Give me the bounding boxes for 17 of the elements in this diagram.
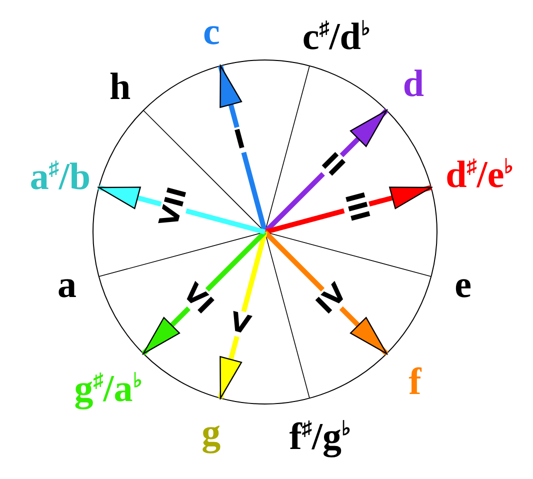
note-name: d$^{♯}$/e$^{♭}$ bbox=[446, 154, 514, 195]
arrow bbox=[263, 230, 388, 356]
note-name: a$^{♯}$/b bbox=[30, 157, 91, 198]
note-name: h bbox=[109, 67, 131, 108]
arrow bbox=[98, 185, 266, 234]
note-name: e bbox=[454, 265, 472, 306]
note-name: f bbox=[408, 362, 422, 402]
note-name: g$^{♯}$/a$^{♭}$ bbox=[74, 368, 142, 409]
note-name: a bbox=[57, 265, 76, 306]
arrow bbox=[218, 231, 268, 399]
note-name: c$^{♯}$/d$^{♭}$ bbox=[302, 16, 370, 57]
note-name: d bbox=[402, 64, 424, 104]
arrow bbox=[264, 185, 432, 234]
note-name: g bbox=[202, 412, 221, 453]
arrow bbox=[142, 230, 267, 356]
note-name: c bbox=[202, 12, 220, 52]
note-name: f$^{♯}$/g$^{♭}$ bbox=[289, 416, 350, 457]
